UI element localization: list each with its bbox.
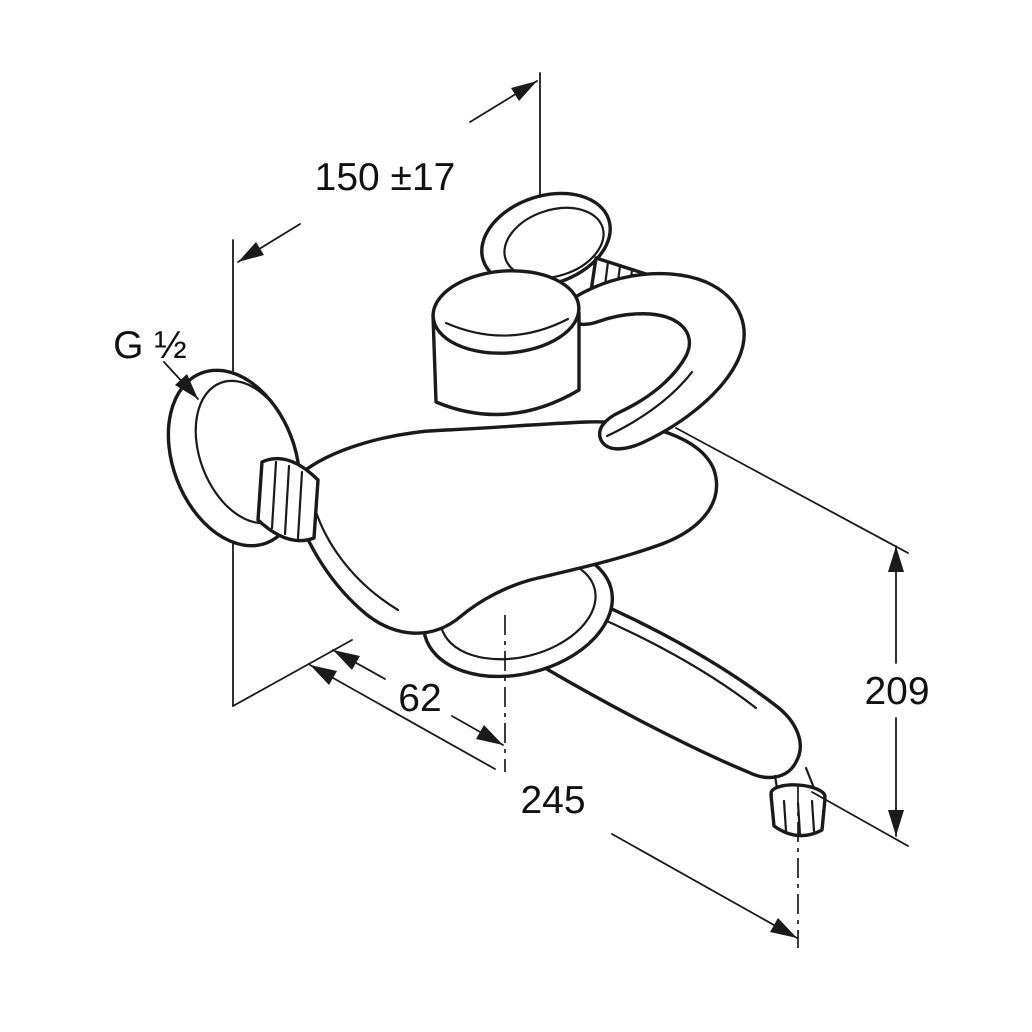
- extension-line-top: [675, 427, 909, 554]
- dimension-209: 209: [675, 427, 930, 847]
- arrowhead-down-right: [770, 918, 797, 938]
- cartridge-cap-line: [444, 317, 570, 337]
- wall-bottom-edge: [232, 639, 353, 707]
- lever-edge-line: [605, 370, 694, 438]
- dim-62-label: 62: [398, 677, 441, 720]
- arrowhead-down-right: [476, 725, 503, 745]
- thread-label: G ½: [113, 324, 187, 367]
- extension-line-bottom: [811, 791, 909, 847]
- rear-flange-rim: [503, 206, 605, 280]
- dimension-245: 245: [309, 664, 798, 939]
- arrowhead-down-left: [238, 242, 264, 262]
- arrowhead-up-right: [511, 81, 537, 101]
- dim-line: [611, 833, 798, 939]
- lever-handle: [558, 271, 746, 451]
- centerlines: [504, 615, 799, 948]
- body-outline: [292, 420, 719, 635]
- aerator-knurling: [782, 799, 816, 837]
- arrowhead-down: [888, 810, 904, 836]
- arrowhead-up-left: [333, 650, 360, 670]
- faucet: [166, 191, 827, 838]
- dimension-150: 150 ±17: [237, 80, 538, 263]
- arrowhead-down-right: [175, 374, 198, 399]
- cartridge-housing: [431, 269, 581, 417]
- dim-line: [309, 664, 496, 770]
- cartridge-top: [431, 269, 581, 355]
- arrowhead-up-left: [310, 665, 337, 685]
- dim-150-label: 150 ±17: [315, 156, 456, 199]
- dim-245-label: 245: [520, 779, 585, 822]
- lever-outline: [558, 271, 746, 451]
- arrowhead-up: [888, 546, 904, 572]
- union-nut-knurling: [270, 460, 304, 540]
- dimension-62: 62: [332, 649, 504, 746]
- thread-callout: G ½: [113, 324, 199, 400]
- faucet-body: [292, 420, 719, 635]
- dim-209-label: 209: [864, 670, 929, 713]
- union-nut: [256, 456, 320, 543]
